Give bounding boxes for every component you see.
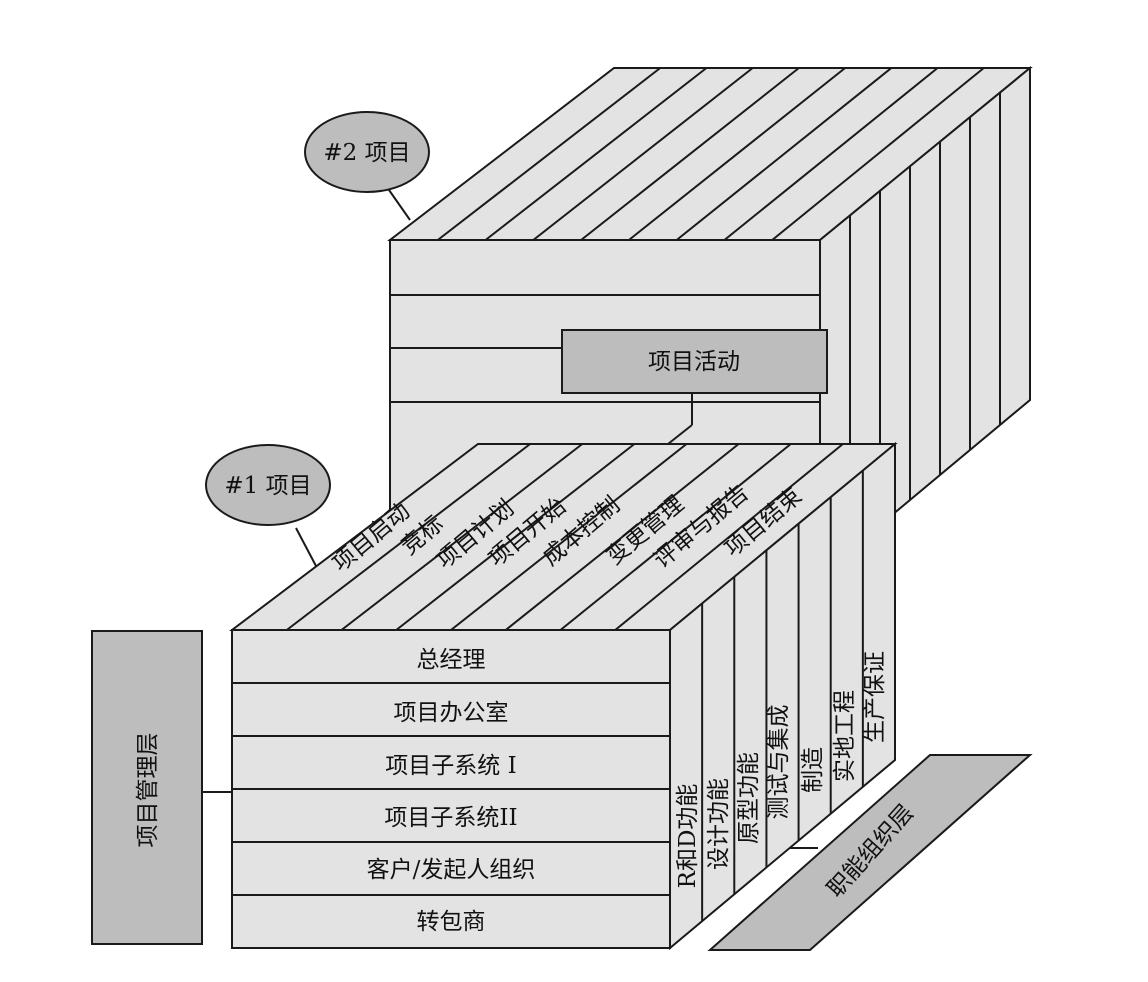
function-label: 设计功能 (706, 778, 732, 870)
front-cube-top-divider (614, 443, 844, 631)
role-label: 项目办公室 (394, 700, 509, 726)
back-cube-top-divider (771, 67, 985, 241)
functional-box (707, 754, 1033, 951)
project1-ellipse (205, 444, 331, 526)
role-label: 项目子系统II (384, 805, 517, 831)
front-cube-top-divider (340, 443, 583, 631)
front-cube-top-divider (450, 443, 688, 631)
front-cube-top-divider (286, 443, 531, 631)
activity-label: 项目活动 (648, 349, 740, 375)
project1-connector (295, 527, 317, 567)
back-cube-top-divider (437, 67, 661, 241)
activity-box (561, 329, 828, 394)
front-cube (229, 441, 898, 951)
front-cube-top-divider (559, 443, 792, 631)
activity-connector (667, 424, 693, 445)
role-labels: 总经理 项目办公室 项目子系统 I 项目子系统II 客户/发起人组织 转包商 (367, 647, 536, 935)
activity-callout: 项目活动 (561, 329, 828, 394)
back-cube-top-divider (484, 67, 708, 241)
management-box (91, 630, 203, 945)
function-label: R和D功能 (675, 784, 701, 889)
role-label: 项目子系统 I (385, 753, 516, 779)
back-cube-top-dividers (437, 67, 985, 241)
function-label: 测试与集成 (766, 705, 792, 820)
back-cube-top-divider (723, 67, 939, 241)
front-cube-row-dividers (232, 682, 670, 896)
front-cube-top-divider (505, 443, 740, 631)
role-label: 总经理 (417, 647, 486, 673)
functional-layer: 职能组织层 (707, 754, 1033, 951)
role-label: 转包商 (417, 909, 486, 935)
function-label: 生产保证 (862, 651, 888, 743)
management-label: 项目管理层 (135, 733, 161, 848)
function-label: 实地工程 (832, 690, 858, 782)
front-cube-side-dividers (701, 470, 864, 922)
back-cube-top-divider (532, 67, 754, 241)
role-label: 客户/发起人组织 (367, 857, 536, 883)
back-cube-top-divider (628, 67, 846, 241)
project2-ellipse (304, 111, 430, 193)
project1-label: #1 项目 (224, 473, 311, 499)
front-cube-top-divider (395, 443, 635, 631)
function-labels: R和D功能 设计功能 原型功能 测试与集成 制造 实地工程 生产保证 (675, 651, 888, 888)
back-cube-top-divider (580, 67, 800, 241)
project2-badge: #2 项目 (304, 111, 430, 193)
function-label: 制造 (800, 747, 826, 793)
back-cube-side-dividers (849, 92, 1001, 550)
project2-label: #2 项目 (323, 140, 410, 166)
back-cube-top-divider (676, 67, 892, 241)
function-label: 原型功能 (736, 752, 762, 844)
management-layer: 项目管理层 (91, 630, 203, 945)
front-cube-top-dividers (286, 443, 844, 631)
project1-badge: #1 项目 (205, 444, 331, 526)
